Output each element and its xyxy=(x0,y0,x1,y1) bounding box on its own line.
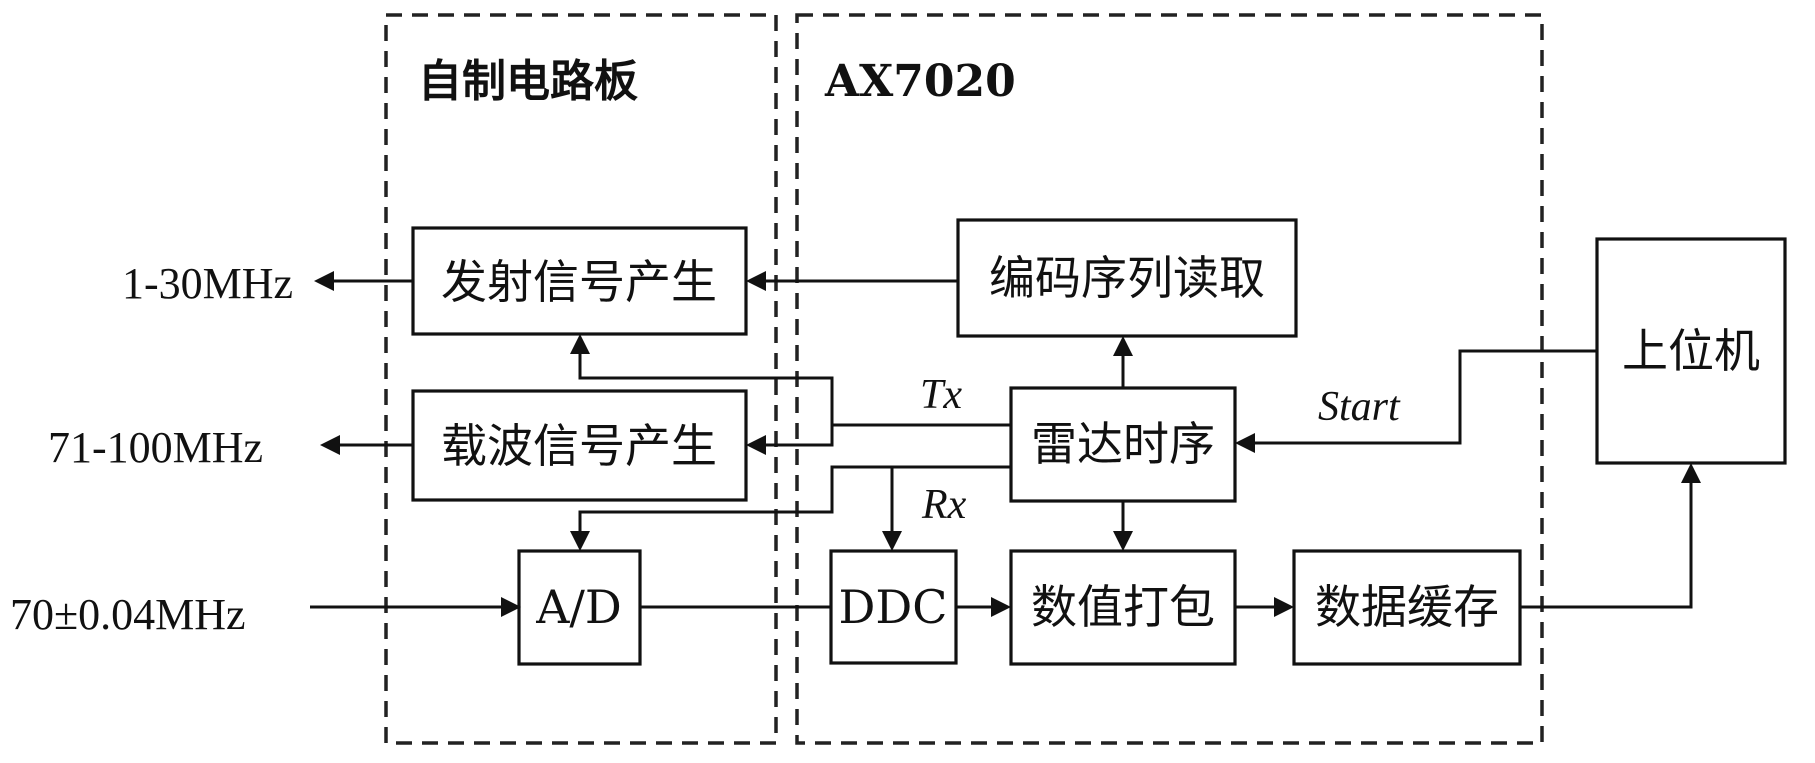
carrier-signal-generator-label: 载波信号产生 xyxy=(441,419,717,473)
start-arrowhead xyxy=(1235,433,1255,453)
if-input-frequency-label: 70±0.04MHz xyxy=(10,590,246,639)
adc-label: A/D xyxy=(535,580,622,634)
code-sequence-reader-label: 编码序列读取 xyxy=(989,251,1265,305)
data-buffer-box xyxy=(1292,549,1522,666)
pcb-container-title: 自制电路板 xyxy=(418,56,638,107)
buffer-to-host-wire xyxy=(1520,478,1693,609)
data-packing-box xyxy=(1009,549,1237,666)
code-sequence-reader-box xyxy=(956,218,1298,338)
tx-timing-to-carrier-wire xyxy=(760,425,834,447)
ddc-box xyxy=(829,549,958,665)
fpga-container-title: AX7020 xyxy=(824,56,1016,107)
host-computer-label: 上位机 xyxy=(1622,324,1760,378)
carrier-signal-generator-box xyxy=(411,389,748,502)
tx-output-frequency-label: 1-30MHz xyxy=(122,259,293,308)
rx-timing-to-adc-arrowhead xyxy=(570,531,590,551)
rx-timing-to-ddc-arrowhead xyxy=(882,531,902,551)
code-to-tx-arrowhead xyxy=(746,271,766,291)
tx-signal-label: Tx xyxy=(920,372,962,418)
radar-timing-box xyxy=(1009,386,1237,503)
carrier-output-arrowhead xyxy=(320,435,340,455)
radar-timing-label: 雷达时序 xyxy=(1031,417,1215,471)
data-packing-label: 数值打包 xyxy=(1031,580,1215,634)
start-signal-label: Start xyxy=(1318,384,1401,430)
start-wire xyxy=(1250,349,1597,445)
timing-to-packing-arrowhead xyxy=(1113,531,1133,551)
buffer-to-host-arrowhead xyxy=(1681,463,1701,483)
carrier-output-frequency-label: 71-100MHz xyxy=(48,423,263,472)
tx-timing-wire xyxy=(578,348,1011,427)
ddc-to-packing-arrowhead xyxy=(991,597,1011,617)
tx-timing-to-carrier-arrowhead xyxy=(746,435,766,455)
tx-timing-to-txgen-arrowhead xyxy=(570,334,590,354)
rx-signal-label: Rx xyxy=(921,482,967,528)
data-buffer-label: 数据缓存 xyxy=(1315,580,1499,634)
timing-to-code-arrowhead xyxy=(1113,336,1133,356)
ddc-label: DDC xyxy=(839,580,948,634)
if-input-arrowhead xyxy=(501,597,521,617)
packing-to-buffer-arrowhead xyxy=(1274,597,1294,617)
tx-signal-generator-label: 发射信号产生 xyxy=(441,255,717,309)
tx-output-arrowhead xyxy=(314,271,334,291)
